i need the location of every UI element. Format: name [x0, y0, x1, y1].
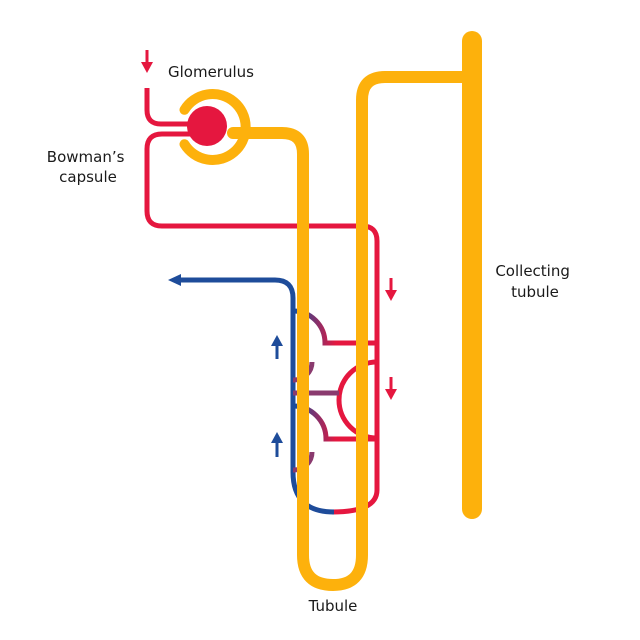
venous-arrowhead	[168, 274, 181, 286]
collecting-tubule-label-line1: Collecting	[495, 262, 570, 280]
bowmans-capsule-label-line1: Bowman’s	[47, 148, 125, 166]
bowmans-capsule-label-line2: capsule	[59, 168, 117, 186]
bowmans-capsule	[179, 89, 251, 165]
up-arrow-icon	[271, 335, 283, 359]
glomerulus-label: Glomerulus	[168, 63, 254, 81]
up-arrow-icon	[271, 432, 283, 457]
down-arrow-icon	[385, 278, 397, 301]
efferent-arteriole	[144, 131, 380, 515]
collecting-tubule-label: Collecting tubule	[495, 262, 574, 301]
collecting-tubule-label-line2: tubule	[511, 283, 559, 301]
blood-in-arrow-icon	[141, 50, 153, 73]
bowmans-capsule-label: Bowman’s capsule	[47, 148, 129, 186]
tubule-label: Tubule	[308, 597, 358, 615]
glomerulus	[187, 106, 227, 146]
tubule-path	[227, 71, 478, 591]
down-arrow-icon	[385, 377, 397, 400]
afferent-arteriole	[144, 88, 188, 127]
venous-return	[180, 277, 335, 515]
